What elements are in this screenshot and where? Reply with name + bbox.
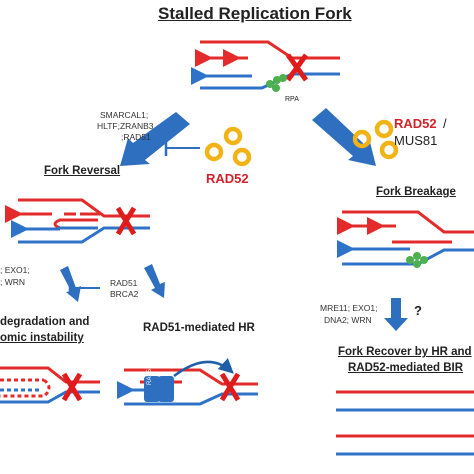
rpa-icon [266,74,287,92]
stalled-fork [191,40,340,92]
section-fork-breakage: Fork Breakage [376,186,456,198]
section-fork-reversal: Fork Reversal [44,165,121,177]
mus81-label: MUS81 [394,133,438,148]
arrow-to-fork-breakage [312,108,376,166]
fork-reversal-structure [4,198,150,244]
nucleases-left-1: ; EXO1; [0,265,30,275]
rad51-hr-structure [117,358,258,406]
fork-breakage-structure [337,210,474,268]
remodelers-label-3: ;RAD51 [121,132,151,142]
section-degradation-1: degradation and [0,316,90,328]
rad52-ring-icon [204,126,252,167]
rad51-brca2-label-1: RAD51 [110,278,138,288]
nucleases-left-2: ; WRN [0,277,26,287]
inhibition-line-rad51 [68,281,100,295]
rad52-ring-icon-right [352,119,399,160]
mre11-label-1: MRE11; EXO1; [320,303,378,313]
arrow-to-fork-reversal [120,112,190,166]
recovered-fork-structure [336,390,474,456]
x-mark-icon [61,372,83,402]
x-mark-icon [219,372,241,402]
rad51-protein-icon [144,376,174,402]
section-recover-2: RAD52-mediated BIR [348,362,464,374]
x-mark-icon [285,53,309,82]
section-rad51-hr: RAD51-mediated HR [143,322,255,334]
arrow-to-fork-recover [384,298,408,331]
inhibition-line-rad52 [164,140,200,156]
x-mark-icon [115,206,137,236]
section-recover-1: Fork Recover by HR and [338,346,472,358]
section-degradation-2: omic instability [0,332,84,344]
question-mark: ? [414,303,422,318]
rad52-label-right: RAD52 [394,116,437,131]
rpa-label: RPA [285,96,299,103]
diagram-title: Stalled Replication Fork [158,4,352,23]
remodelers-label-2: HLTF;ZRANB3 [97,121,154,131]
rad51-protein-label: RAD51 [147,365,153,385]
slash-label: / [443,116,447,131]
rpa-icon [406,252,428,268]
rad51-brca2-label-2: BRCA2 [110,289,139,299]
arrow-to-rad51-hr [144,264,165,298]
rad52-label-center: RAD52 [206,171,249,186]
remodelers-label-1: SMARCAL1; [100,110,149,120]
degradation-structure [0,366,100,404]
mre11-label-2: DNA2; WRN [324,315,372,325]
